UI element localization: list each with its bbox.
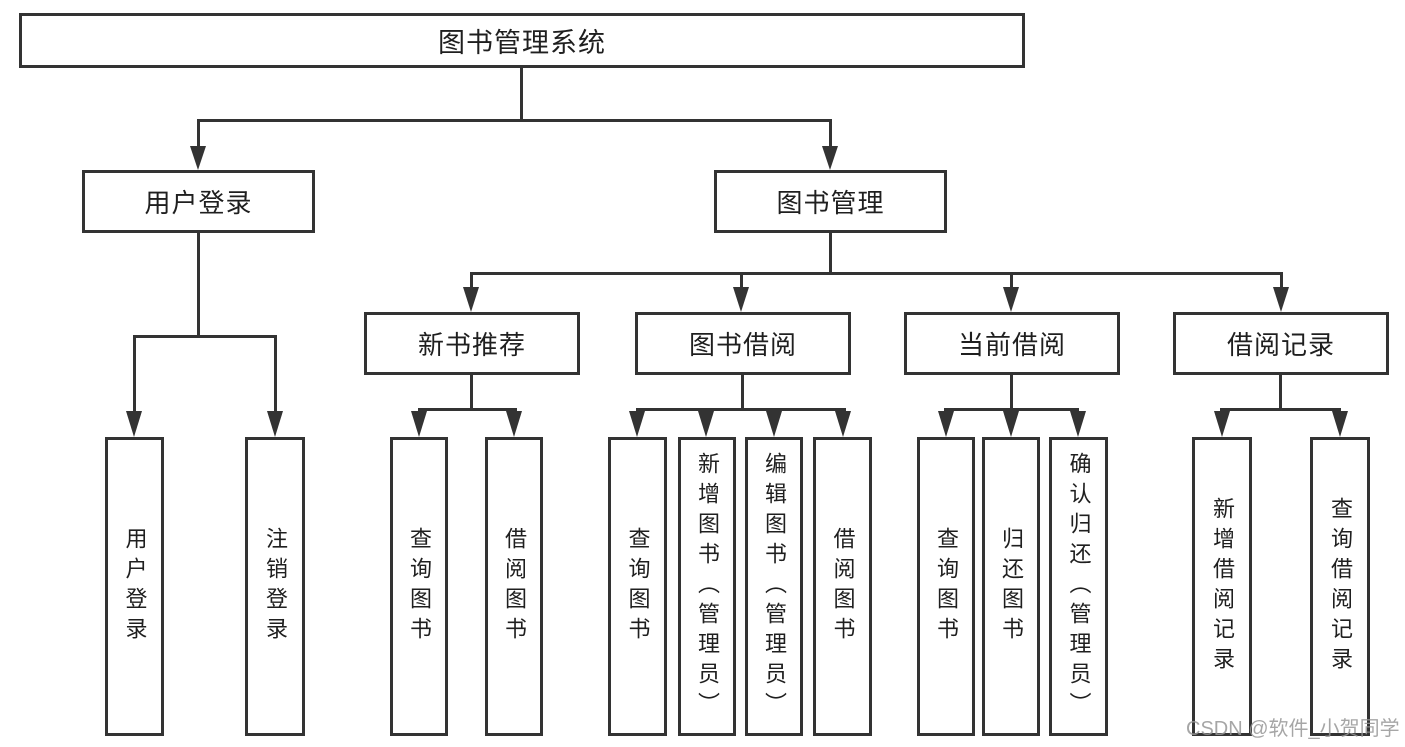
arrowhead-down-icon: [629, 411, 645, 437]
arrowhead-down-icon: [766, 411, 782, 437]
node-br-query-record: 查询借阅记录: [1310, 437, 1370, 736]
connector-line: [740, 272, 743, 288]
node-label: 查询图书: [934, 526, 959, 647]
connector-line: [520, 68, 523, 119]
connector-line: [470, 272, 473, 288]
arrowhead-down-icon: [463, 287, 479, 312]
arrowhead-down-icon: [1332, 411, 1348, 437]
arrowhead-down-icon: [835, 411, 851, 437]
node-book-borrowing: 图书借阅: [635, 312, 851, 375]
node-label: 编辑图书（管理员）: [762, 451, 787, 722]
node-label: 归还图书: [999, 526, 1024, 647]
node-label: 当前借阅: [957, 330, 1066, 360]
node-br-add-record: 新增借阅记录: [1192, 437, 1252, 736]
connector-line: [470, 375, 473, 408]
node-nbr-query-books: 查询图书: [390, 437, 448, 736]
connector-line: [1279, 375, 1282, 408]
node-book-management: 图书管理: [714, 170, 947, 233]
connector-line: [274, 335, 277, 412]
node-label: 新增图书（管理员）: [695, 451, 720, 722]
node-cb-return-books: 归还图书: [982, 437, 1040, 736]
connector-line: [470, 272, 1283, 275]
arrowhead-down-icon: [1273, 287, 1289, 312]
connector-line: [741, 375, 744, 408]
node-new-book-recommend: 新书推荐: [364, 312, 580, 375]
arrowhead-down-icon: [506, 411, 522, 437]
connector-line: [944, 408, 1079, 411]
node-logout-action: 注销登录: [245, 437, 305, 736]
node-user-login: 用户登录: [82, 170, 315, 233]
node-cb-confirm-return-admin: 确认归还（管理员）: [1049, 437, 1108, 736]
node-label: 借阅图书: [502, 526, 527, 647]
arrowhead-down-icon: [1070, 411, 1086, 437]
connector-line: [829, 233, 832, 272]
connector-line: [133, 335, 277, 338]
arrowhead-down-icon: [190, 146, 206, 170]
node-bb-query-books: 查询图书: [608, 437, 667, 736]
connector-line: [197, 119, 200, 148]
node-label: 用户登录: [122, 526, 148, 647]
node-label: 新书推荐: [417, 330, 526, 360]
connector-line: [829, 119, 832, 148]
node-label: 图书管理: [776, 188, 885, 218]
node-label: 借阅图书: [830, 526, 856, 647]
arrowhead-down-icon: [698, 411, 714, 437]
connector-line: [197, 119, 832, 122]
connector-line: [197, 233, 200, 335]
csdn-watermark: CSDN @软件_小贺同学: [1186, 718, 1400, 740]
arrowhead-down-icon: [1003, 287, 1019, 312]
node-label: 用户登录: [144, 188, 253, 218]
arrowhead-down-icon: [267, 411, 283, 437]
node-bb-edit-books-admin: 编辑图书（管理员）: [745, 437, 803, 736]
arrowhead-down-icon: [1214, 411, 1230, 437]
arrowhead-down-icon: [411, 411, 427, 437]
connector-line: [1280, 272, 1283, 288]
arrowhead-down-icon: [126, 411, 142, 437]
connector-line: [1220, 408, 1341, 411]
node-label: 查询借阅记录: [1328, 496, 1353, 677]
node-user-login-action: 用户登录: [105, 437, 164, 736]
node-label: 借阅记录: [1226, 330, 1335, 360]
connector-line: [1010, 375, 1013, 408]
node-bb-add-books-admin: 新增图书（管理员）: [678, 437, 736, 736]
node-cb-query-books: 查询图书: [917, 437, 975, 736]
node-label: 新增借阅记录: [1210, 496, 1235, 677]
node-library-system: 图书管理系统: [19, 13, 1025, 68]
arrowhead-down-icon: [1003, 411, 1019, 437]
connector-line: [1010, 272, 1013, 288]
node-borrowing-records: 借阅记录: [1173, 312, 1389, 375]
arrowhead-down-icon: [733, 287, 749, 312]
connector-line: [636, 408, 846, 411]
connector-line: [133, 335, 136, 412]
node-label: 图书管理系统: [438, 28, 606, 58]
node-bb-borrow-books: 借阅图书: [813, 437, 872, 736]
node-label: 注销登录: [263, 526, 288, 647]
node-label: 查询图书: [625, 526, 651, 647]
node-current-borrowing: 当前借阅: [904, 312, 1120, 375]
arrowhead-down-icon: [938, 411, 954, 437]
node-label: 图书借阅: [688, 330, 797, 360]
arrowhead-down-icon: [822, 146, 838, 170]
node-label: 查询图书: [407, 526, 432, 647]
connector-line: [418, 408, 517, 411]
node-nbr-borrow-books: 借阅图书: [485, 437, 543, 736]
node-label: 确认归还（管理员）: [1066, 451, 1092, 722]
